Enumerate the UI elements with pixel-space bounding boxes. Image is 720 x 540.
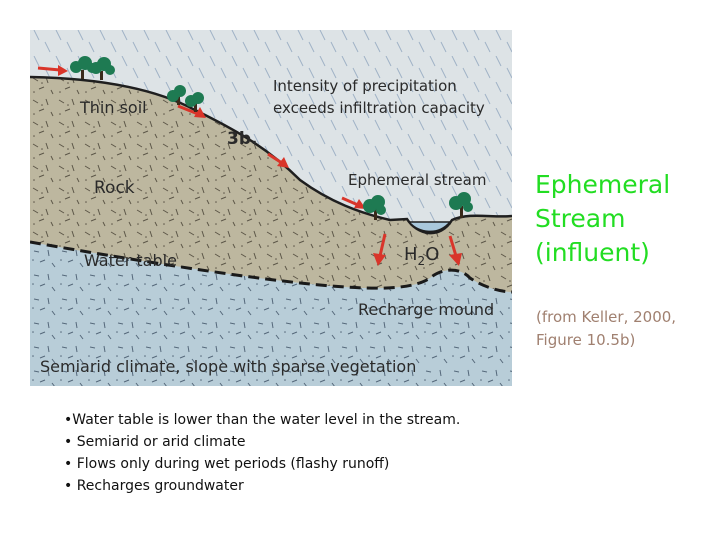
runoff-arrow xyxy=(37,65,68,76)
title-line: Stream xyxy=(535,204,626,233)
infiltration-arrow xyxy=(448,235,462,266)
bullet-item: • Flows only during wet periods (flashy … xyxy=(64,456,390,472)
slide-title: Ephemeral Stream (influent) xyxy=(535,168,715,270)
thin-soil-label: Thin soil xyxy=(79,98,147,117)
ephemeral-stream-label: Ephemeral stream xyxy=(348,171,486,189)
runoff-arrow xyxy=(177,104,206,118)
climate-caption: Semiarid climate, slope with sparse vege… xyxy=(40,357,416,376)
runoff-arrow xyxy=(341,196,366,209)
tree-icon xyxy=(90,57,115,80)
water-table-line xyxy=(30,240,512,294)
title-line: Ephemeral xyxy=(535,170,671,199)
precipitation-label: exceeds infiltration capacity xyxy=(273,99,485,117)
panel-id-label: 3b. xyxy=(227,129,257,149)
infiltration-arrow xyxy=(373,233,387,266)
runoff-arrow xyxy=(267,152,289,168)
bullet-list: •Water table is lower than the water lev… xyxy=(64,409,504,497)
citation: (from Keller, 2000, Figure 10.5b) xyxy=(536,306,716,352)
tree-icon xyxy=(449,192,473,218)
stream-water xyxy=(407,221,452,233)
citation-line: (from Keller, 2000, xyxy=(536,308,677,326)
rock-label: Rock xyxy=(94,178,135,198)
tree-icon xyxy=(185,92,204,112)
h2o-label: H2O xyxy=(404,244,439,268)
tree-icon xyxy=(363,195,386,220)
water-table-label: Water table xyxy=(84,251,177,270)
precipitation-label: Intensity of precipitation xyxy=(273,77,457,95)
ground-surface-line xyxy=(30,75,512,235)
bullet-item: •Water table is lower than the water lev… xyxy=(64,412,461,428)
recharge-mound-label: Recharge mound xyxy=(358,300,494,319)
tree-icon xyxy=(167,85,186,105)
title-line: (influent) xyxy=(535,238,650,267)
citation-line: Figure 10.5b) xyxy=(536,331,636,349)
ephemeral-stream-diagram: Intensity of precipitation exceeds infil… xyxy=(30,30,512,386)
bullet-item: • Semiarid or arid climate xyxy=(64,434,246,450)
bullet-item: • Recharges groundwater xyxy=(64,478,244,494)
